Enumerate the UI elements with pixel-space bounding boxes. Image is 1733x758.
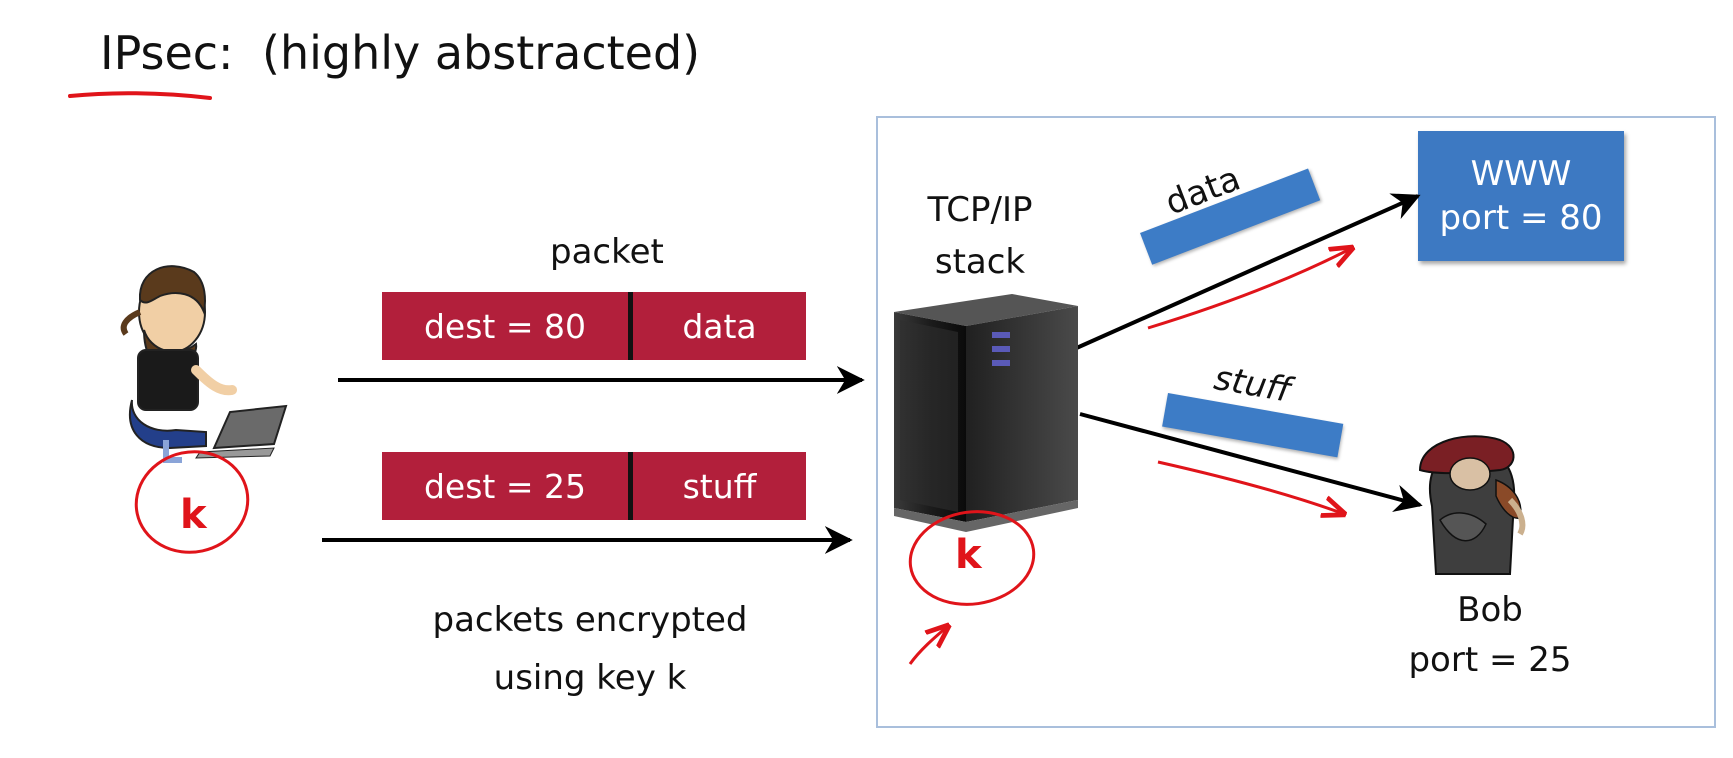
caption-line-2: using key k: [493, 658, 687, 698]
bob-name: Bob: [1457, 590, 1523, 630]
caption-line-1: packets encrypted: [432, 600, 748, 640]
packet-2: dest = 25 stuff: [382, 452, 806, 520]
packet-label: packet: [550, 232, 664, 272]
key-left: k: [180, 492, 207, 538]
stack-label-line-2: stack: [934, 242, 1026, 282]
title-underline: [68, 91, 212, 100]
www-server-box: WWW port = 80: [1418, 131, 1624, 261]
packet-2-payload: stuff: [682, 466, 757, 506]
bob-person-icon: [1418, 435, 1526, 575]
to-bob-arrow: [1079, 412, 1423, 513]
key-right: k: [955, 532, 982, 578]
www-title: WWW: [1470, 153, 1572, 194]
www-port: port = 80: [1439, 198, 1603, 238]
red-arrow-bob: [1157, 460, 1344, 514]
packet-1-dest: dest = 80: [382, 292, 633, 360]
packet-1: dest = 80 data: [382, 292, 806, 360]
key-left-circle: [134, 450, 250, 554]
key-right-circle: [908, 510, 1036, 606]
slide-title: IPsec:: [100, 26, 234, 80]
red-arrow-key: [908, 626, 948, 665]
packet-1-payload: data: [682, 306, 757, 346]
diagram-frame: [876, 116, 1716, 728]
user-person-icon: [120, 265, 288, 463]
red-arrow-www: [1147, 248, 1352, 330]
slide-subtitle: (highly abstracted): [262, 26, 701, 80]
stack-label-line-1: TCP/IP: [927, 190, 1033, 230]
bob-port: port = 25: [1408, 640, 1572, 680]
to-www-arrow: [1071, 193, 1421, 352]
packet-2-dest: dest = 25: [382, 452, 633, 520]
server-icon: [894, 294, 1078, 532]
